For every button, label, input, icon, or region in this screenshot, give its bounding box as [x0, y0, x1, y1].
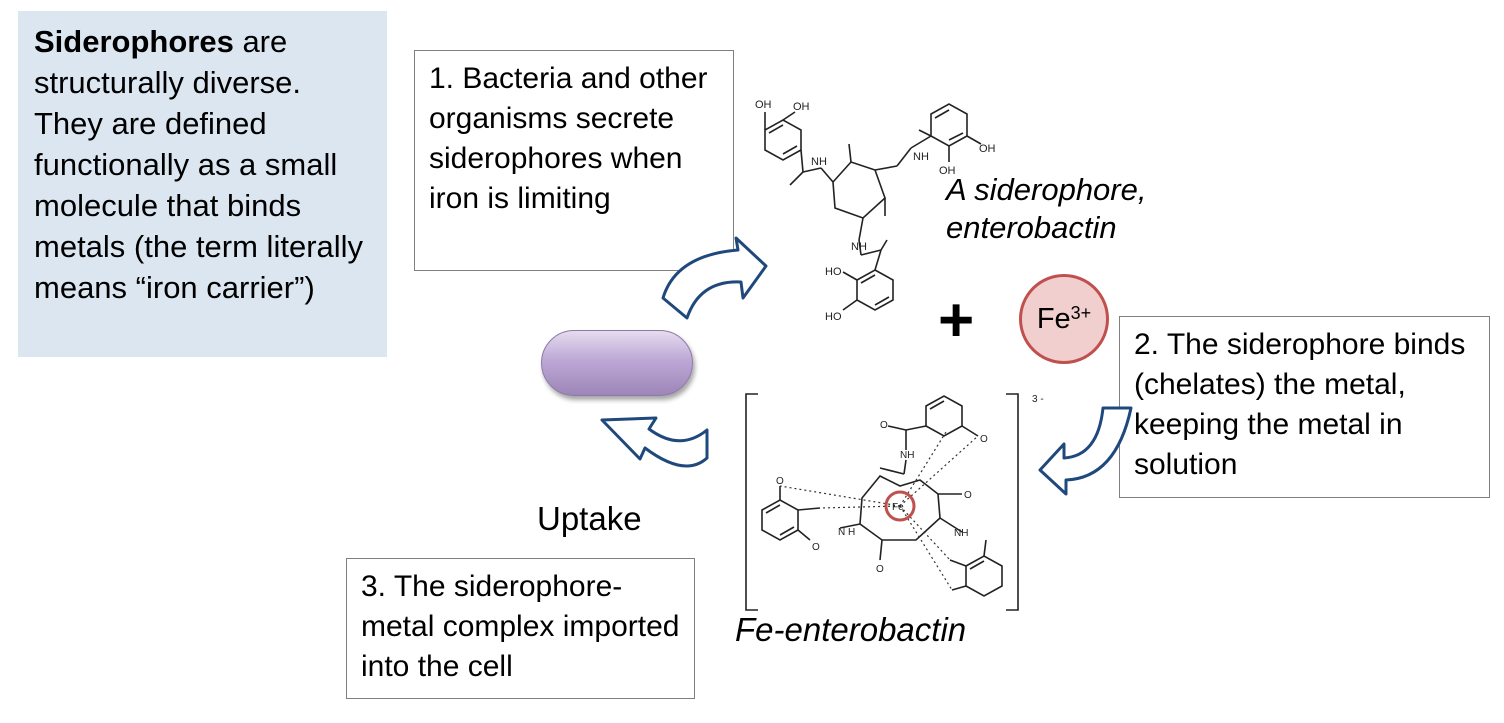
fe-charge: 3+ — [1070, 302, 1092, 323]
bacterial-cell — [541, 330, 693, 396]
oh-label-2: OH — [793, 101, 810, 113]
step3-box: 3. The siderophore-metal complex importe… — [346, 558, 695, 699]
enterobactin-structure: OH OH NH NH OH OH NH HO HO — [755, 99, 995, 323]
siderophore-label-line1: A siderophore, — [946, 172, 1147, 207]
complex-nh-label-3: NH — [900, 450, 914, 461]
fe-enterobactin-structure: Fe N H NH NH O O O O O O 3 - — [745, 393, 1044, 611]
oh-label-4: OH — [979, 143, 995, 155]
complex-nh-label-1: N H — [838, 527, 855, 538]
nh-label-3: NH — [851, 241, 867, 253]
fe-enterobactin-label: Fe-enterobactin — [735, 611, 967, 648]
o-label-2: O — [980, 434, 988, 445]
o-label-5: O — [964, 490, 972, 501]
fe-center-label: Fe — [892, 502, 904, 513]
o-label-6: O — [876, 564, 884, 575]
ho-label-2: HO — [825, 311, 842, 323]
step2-box: 2. The siderophore binds (chelates) the … — [1119, 316, 1490, 498]
o-label-3: O — [776, 476, 784, 487]
siderophore-label: A siderophore, enterobactin — [946, 171, 1146, 247]
nh-label-2: NH — [913, 151, 929, 163]
uptake-label: Uptake — [537, 500, 642, 537]
step2-text: 2. The siderophore binds (chelates) the … — [1134, 328, 1466, 481]
chelate-arrow-icon — [1038, 406, 1133, 496]
ho-label-1: HO — [825, 266, 842, 278]
o-label-1: O — [880, 420, 888, 431]
oh-label-3: OH — [939, 165, 956, 177]
step3-text: 3. The siderophore-metal complex importe… — [361, 570, 680, 683]
o-label-4: O — [812, 542, 820, 553]
step1-text: 1. Bacteria and other organisms secrete … — [429, 62, 708, 215]
complex-charge: 3 - — [1032, 394, 1044, 405]
siderophore-label-line2: enterobactin — [946, 210, 1117, 245]
fe-symbol: Fe — [1036, 302, 1071, 335]
siderophore-info-box: Siderophores are structurally diverse. T… — [18, 11, 387, 357]
oh-label-1: OH — [755, 99, 772, 111]
fe-center-circle — [884, 490, 916, 522]
step1-box: 1. Bacteria and other organisms secrete … — [414, 50, 734, 271]
nh-label-1: NH — [811, 156, 827, 168]
uptake-arrow-icon — [600, 416, 709, 468]
info-text: are structurally diverse. They are defin… — [34, 24, 364, 305]
info-bold-term: Siderophores — [34, 24, 234, 59]
complex-nh-label-2: NH — [954, 528, 968, 539]
secrete-arrow-icon — [661, 236, 768, 320]
plus-sign: + — [938, 286, 975, 355]
